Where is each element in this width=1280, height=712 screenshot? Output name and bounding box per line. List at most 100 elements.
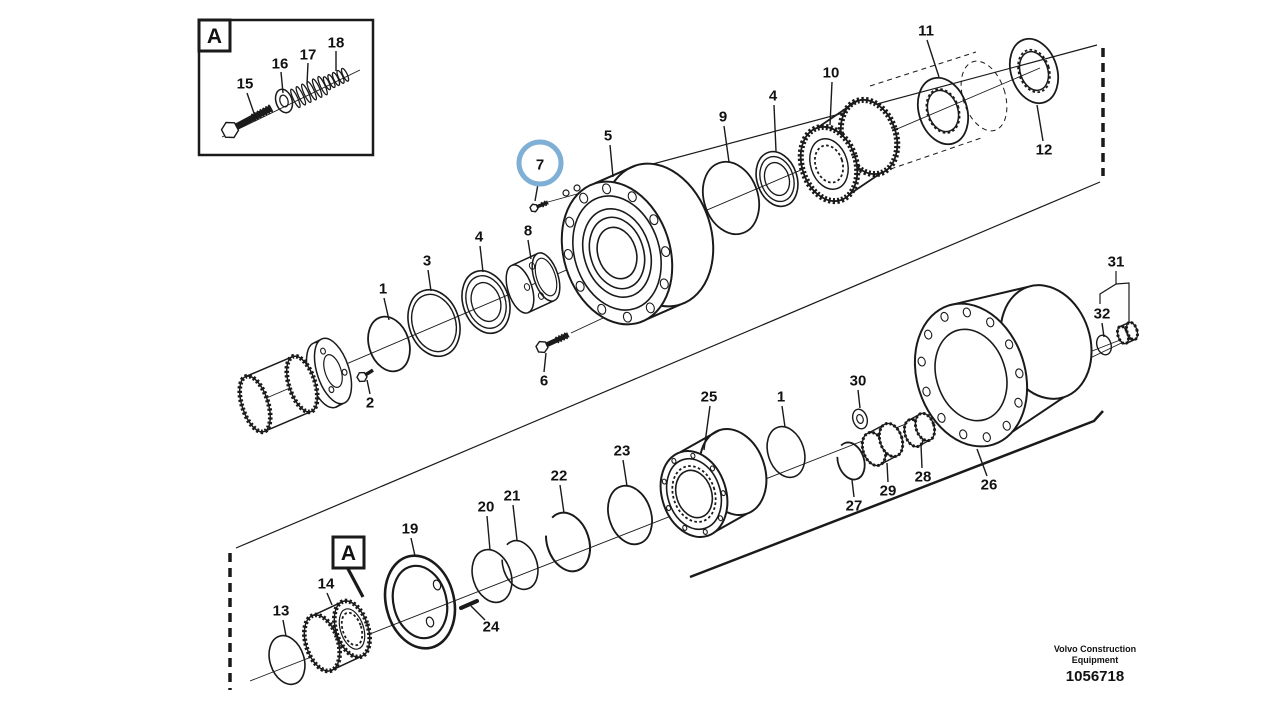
svg-text:26: 26 bbox=[981, 477, 998, 494]
seal-4-right bbox=[755, 150, 799, 208]
spring-17 bbox=[290, 75, 328, 109]
svg-text:1: 1 bbox=[777, 389, 785, 406]
label-7: 7 bbox=[516, 139, 564, 202]
label-21: 21 bbox=[504, 488, 520, 541]
svg-text:25: 25 bbox=[701, 389, 718, 406]
pin-24 bbox=[459, 599, 479, 610]
svg-text:11: 11 bbox=[918, 23, 934, 40]
bolt-6 bbox=[535, 331, 570, 354]
bushing-hole-3 bbox=[537, 292, 545, 300]
figure-footer: Volvo Construction Equipment 1056718 bbox=[1033, 644, 1157, 685]
washer-30 bbox=[851, 408, 869, 430]
label-30: 30 bbox=[850, 373, 867, 409]
label-18: 18 bbox=[328, 35, 345, 71]
screw-hole-a bbox=[562, 189, 570, 197]
ring-23 bbox=[607, 484, 653, 546]
spring-18 bbox=[322, 67, 350, 91]
label-19: 19 bbox=[402, 521, 419, 557]
detail-label-A: A bbox=[207, 25, 222, 48]
svg-text:9: 9 bbox=[719, 109, 727, 126]
label-1-upper: 1 bbox=[379, 281, 390, 321]
svg-text:1: 1 bbox=[379, 281, 387, 298]
carrier-hole-2 bbox=[425, 616, 435, 628]
svg-text:14: 14 bbox=[318, 576, 335, 593]
label-25: 25 bbox=[701, 389, 718, 451]
svg-text:27: 27 bbox=[846, 498, 863, 515]
highlight-circle bbox=[516, 139, 564, 187]
ring-21 bbox=[501, 539, 539, 591]
washer-16 bbox=[274, 88, 294, 114]
label-17: 17 bbox=[300, 47, 317, 85]
hub-5 bbox=[560, 162, 715, 326]
bushing-hole-2 bbox=[523, 283, 531, 291]
svg-text:7: 7 bbox=[536, 157, 544, 174]
label-32: 32 bbox=[1094, 306, 1110, 338]
seal-4-upper bbox=[461, 269, 511, 335]
svg-text:17: 17 bbox=[300, 47, 317, 64]
label-5: 5 bbox=[604, 128, 614, 178]
label-26: 26 bbox=[976, 448, 998, 494]
svg-text:2: 2 bbox=[366, 395, 374, 412]
bolt-15 bbox=[220, 104, 274, 139]
screw-hole-b bbox=[573, 184, 581, 192]
ring-22 bbox=[544, 511, 592, 573]
svg-text:23: 23 bbox=[614, 443, 631, 460]
hidden-drum-rim bbox=[960, 60, 1008, 132]
hub-25 bbox=[659, 428, 768, 538]
label-8: 8 bbox=[524, 223, 532, 260]
label-28: 28 bbox=[915, 444, 932, 486]
oring-13 bbox=[268, 634, 306, 686]
label-1-lower: 1 bbox=[777, 389, 786, 428]
label-2: 2 bbox=[366, 379, 374, 412]
bearing-28 bbox=[902, 411, 937, 449]
oring-20 bbox=[471, 548, 513, 604]
svg-text:30: 30 bbox=[850, 373, 867, 390]
svg-text:5: 5 bbox=[604, 128, 612, 145]
disc-12 bbox=[1008, 37, 1060, 105]
carrier-19 bbox=[383, 554, 457, 650]
svg-text:18: 18 bbox=[328, 35, 345, 52]
separator-line bbox=[235, 181, 1101, 549]
carrier-hole-1 bbox=[432, 579, 442, 591]
oring-1-lower bbox=[766, 425, 806, 479]
svg-text:16: 16 bbox=[272, 56, 289, 73]
bracket-31-left bbox=[1099, 271, 1117, 304]
gear-29 bbox=[860, 421, 905, 468]
label-16: 16 bbox=[272, 56, 289, 94]
oring-9 bbox=[701, 160, 761, 236]
label-22: 22 bbox=[551, 468, 568, 514]
svg-text:12: 12 bbox=[1036, 142, 1053, 159]
svg-text:3: 3 bbox=[423, 253, 431, 270]
svg-text:13: 13 bbox=[273, 603, 290, 620]
svg-text:20: 20 bbox=[478, 499, 495, 516]
svg-text:24: 24 bbox=[483, 619, 500, 636]
svg-text:6: 6 bbox=[540, 373, 548, 390]
svg-text:19: 19 bbox=[402, 521, 419, 538]
footer-brand-line1: Volvo Construction bbox=[1053, 644, 1137, 654]
label-10: 10 bbox=[823, 65, 839, 126]
svg-text:22: 22 bbox=[551, 468, 568, 485]
footer-brand-line2: Equipment bbox=[1071, 655, 1119, 665]
bolt-2 bbox=[356, 368, 374, 383]
disc-11 bbox=[916, 76, 970, 146]
ring-3 bbox=[407, 288, 461, 358]
label-14: 14 bbox=[318, 576, 335, 606]
label-20: 20 bbox=[478, 499, 495, 551]
plug-31 bbox=[1115, 320, 1140, 346]
svg-text:15: 15 bbox=[237, 76, 254, 93]
screw-7 bbox=[529, 199, 549, 213]
drum-10 bbox=[797, 96, 901, 205]
figure-number: 1056718 bbox=[1065, 668, 1125, 685]
label-3: 3 bbox=[423, 253, 432, 292]
svg-text:28: 28 bbox=[915, 469, 932, 486]
oring-1-upper bbox=[367, 315, 411, 373]
svg-text:4: 4 bbox=[769, 88, 778, 105]
oring-32 bbox=[1095, 334, 1113, 356]
bushing-8 bbox=[505, 252, 561, 314]
label-29: 29 bbox=[880, 462, 896, 500]
detail-marker-a: A bbox=[331, 535, 366, 598]
hidden-line-1 bbox=[869, 51, 977, 87]
label-13: 13 bbox=[273, 603, 290, 637]
detail-label-A: A bbox=[341, 542, 356, 565]
